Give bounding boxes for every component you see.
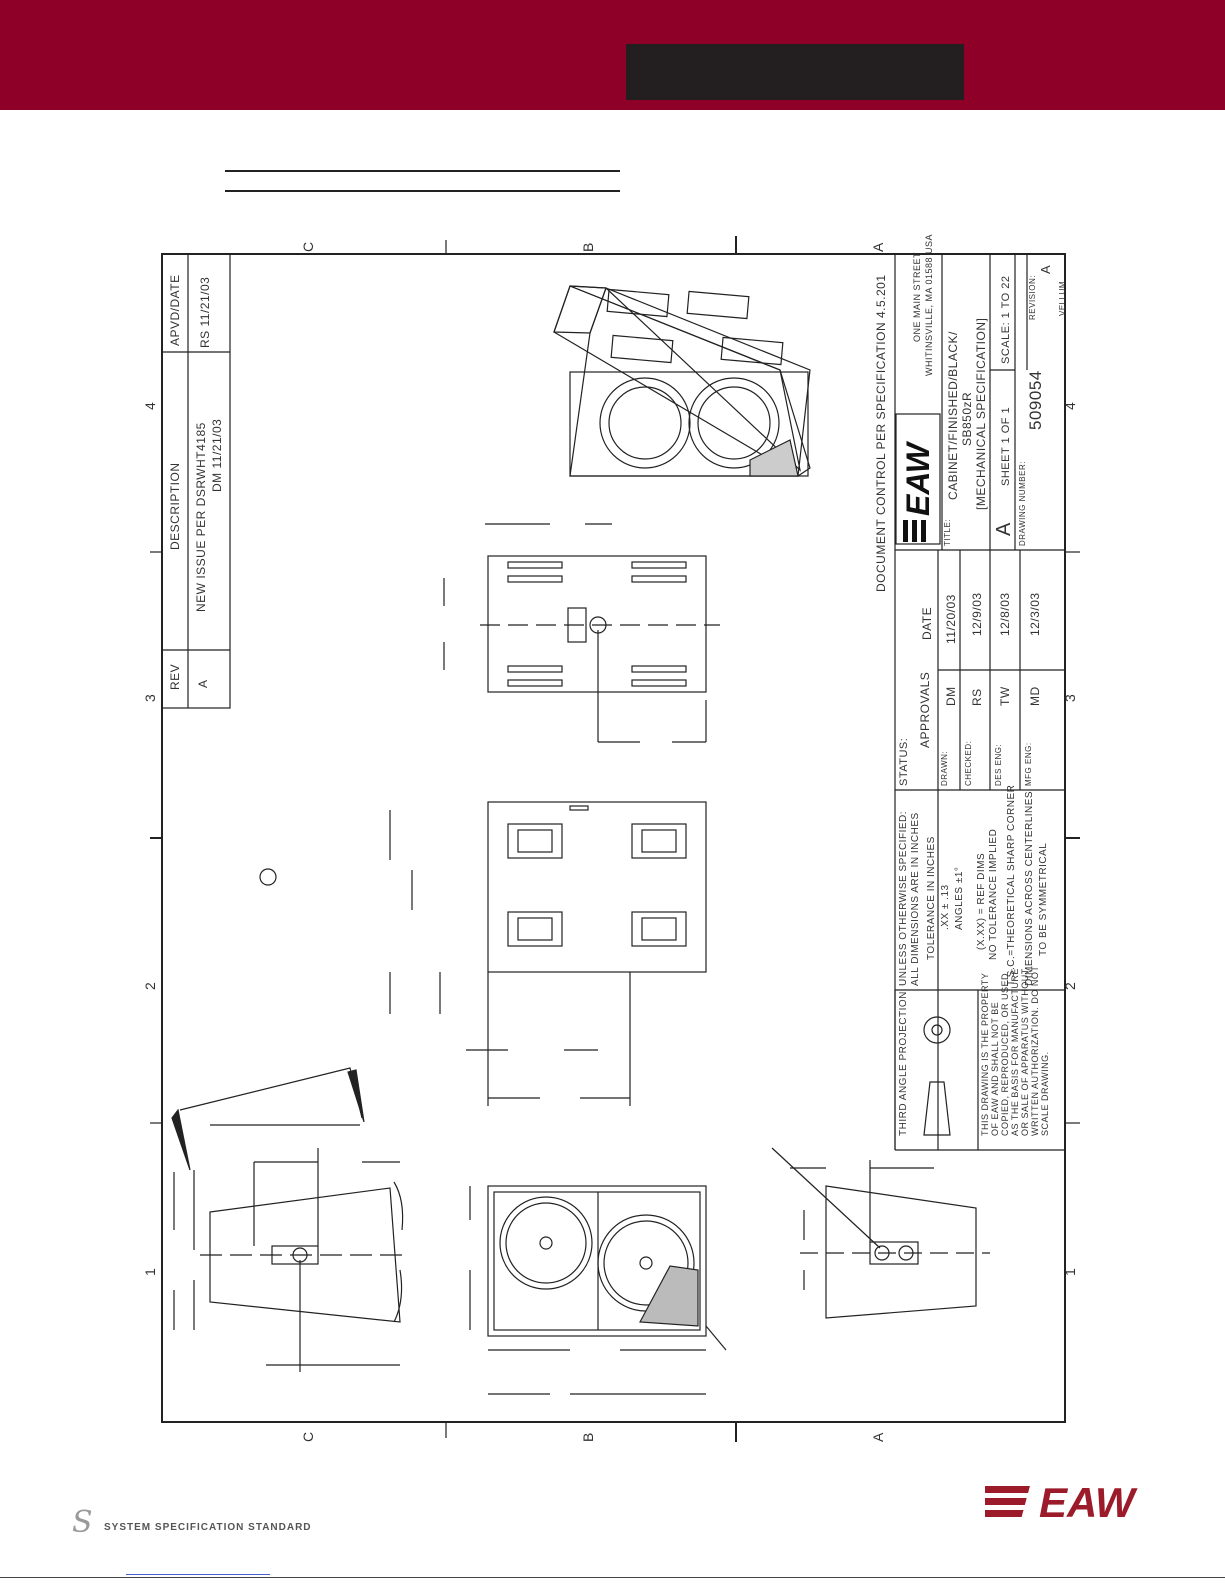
approval-date-3: 12/8/03 xyxy=(998,592,1012,636)
approval-date-4: 12/3/03 xyxy=(1028,592,1042,636)
note-7: NO TOLERANCE IMPLIED xyxy=(988,828,999,960)
zone-number-4-right: 4 xyxy=(1062,401,1078,410)
document-control: DOCUMENT CONTROL PER SPECIFICATION 4.5.2… xyxy=(874,274,888,592)
drawing-number-label: DRAWING NUMBER: xyxy=(1018,461,1027,546)
zone-number-4-left: 4 xyxy=(142,401,158,410)
property-line-7: SCALE DRAWING. xyxy=(1040,1051,1050,1136)
scale: SCALE: 1 TO 22 xyxy=(1000,275,1012,364)
date-header: DATE xyxy=(920,606,934,640)
note-3: TOLERANCE IN INCHES xyxy=(926,836,937,960)
approval-initials-4: MD xyxy=(1028,686,1042,706)
rear-side-view xyxy=(771,1147,990,1319)
apvd-value: RS 11/21/03 xyxy=(198,276,212,348)
isometric-view xyxy=(553,285,811,477)
eaw-logo: EAW xyxy=(985,1482,1138,1522)
property-line-3: COPIED, REPRODUCED, OR USED xyxy=(1000,972,1010,1136)
projection-label: THIRD ANGLE PROJECTION xyxy=(898,991,909,1136)
zone-number-2-left: 2 xyxy=(142,981,158,990)
drawing-canvas xyxy=(150,236,1080,1442)
system-specification-logo: S SYSTEM SPECIFICATION STANDARD xyxy=(72,1508,332,1542)
approval-initials-3: TW xyxy=(998,686,1012,706)
rev-value: A xyxy=(196,679,210,688)
note-10: TO BE SYMMETRICAL xyxy=(1038,842,1049,956)
zone-number-3-right: 3 xyxy=(1062,693,1078,702)
sheet-size: A xyxy=(993,522,1015,536)
note-5: ANGLES ±1° xyxy=(954,866,965,930)
header-title-box xyxy=(626,44,964,100)
status-value: APPROVALS xyxy=(918,671,932,748)
vellum-label: VELLUM xyxy=(1058,280,1067,316)
note-6: (X.XX) = REF DIMS xyxy=(976,852,987,950)
s-cubed-mark: S xyxy=(72,1505,93,1540)
apvd-header: APVD/DATE xyxy=(168,274,182,346)
property-line-4: AS THE BASIS FOR MANUFACTURE xyxy=(1010,968,1020,1136)
zone-number-2-right: 2 xyxy=(1062,981,1078,990)
zone-number-1-right: 1 xyxy=(1062,1267,1078,1276)
approval-role-4: MFG ENG: xyxy=(1024,742,1033,786)
revision-label: REVISION: xyxy=(1028,275,1037,320)
note-8: T.S.C.=THEORETICAL SHARP CORNER xyxy=(1006,784,1017,986)
spec-standard-label: SYSTEM SPECIFICATION STANDARD xyxy=(104,1522,312,1533)
zone-letter-b-bottom: B xyxy=(580,1432,596,1442)
top-view xyxy=(443,523,720,743)
address-line-1: ONE MAIN STREET xyxy=(912,251,922,342)
rev-header: REV xyxy=(168,663,182,690)
titleblock-logo-text: EAW xyxy=(900,440,936,516)
header-banner xyxy=(0,0,1225,110)
mechanical-drawing: C B A C B A 4 3 2 1 4 3 2 1 REV A DESCRI… xyxy=(142,230,1080,1450)
address-line-2: WHITINSVILLE, MA 01588 USA xyxy=(924,233,934,376)
note-4: .XX ± .13 xyxy=(940,884,951,930)
note-1: UNLESS OTHERWISE SPECIFIED: xyxy=(898,810,909,986)
approval-date-1: 11/20/03 xyxy=(944,594,958,644)
title-label: TITLE: xyxy=(943,518,952,546)
approval-role-1: DRAWN: xyxy=(940,750,949,786)
titleblock-eaw-logo: EAW xyxy=(900,440,936,542)
note-2: ALL DIMENSIONS ARE IN INCHES xyxy=(910,812,921,986)
zone-letter-b-top: B xyxy=(580,242,596,252)
drawing-number: 509054 xyxy=(1026,370,1045,430)
title-underline-1 xyxy=(225,170,620,172)
property-line-6: WRITTEN AUTHORIZATION. DO NOT xyxy=(1030,965,1040,1136)
footer-rule xyxy=(0,1577,1225,1578)
footer-link-underline xyxy=(126,1574,270,1575)
status-label: STATUS: xyxy=(898,737,910,786)
zone-letter-c-top: C xyxy=(300,241,316,252)
approval-role-2: CHECKED: xyxy=(964,740,973,786)
property-line-5: OR SALE OF APPARATUS WITHOUT xyxy=(1020,968,1030,1136)
approval-role-3: DES ENG: xyxy=(994,743,1003,786)
front-view xyxy=(469,1185,727,1395)
zone-letter-a-top: A xyxy=(870,242,886,252)
zone-number-1-left: 1 xyxy=(142,1267,158,1276)
angle-view xyxy=(171,1067,410,1372)
zone-number-3-left: 3 xyxy=(142,693,158,702)
title-underline-2 xyxy=(225,190,620,192)
note-9: DIMENSIONS ACROSS CENTERLINES xyxy=(1024,790,1035,986)
zone-letter-a-bottom: A xyxy=(870,1432,886,1442)
approval-initials-1: DM xyxy=(944,686,958,706)
approval-initials-2: RS xyxy=(970,688,984,706)
title-line-1: CABINET/FINISHED/BLACK/ xyxy=(946,331,960,500)
approval-date-2: 12/9/03 xyxy=(970,592,984,636)
property-line-2: OF EAW AND SHALL NOT BE xyxy=(990,1001,1000,1136)
side-view xyxy=(259,801,707,1106)
sheet-count: SHEET 1 OF 1 xyxy=(1000,406,1012,486)
property-line-1: THIS DRAWING IS THE PROPERTY xyxy=(980,972,990,1136)
zone-letter-c-bottom: C xyxy=(300,1431,316,1442)
eaw-logo-text: EAW xyxy=(1039,1482,1138,1522)
description-header: DESCRIPTION xyxy=(168,462,182,550)
description-line-1: NEW ISSUE PER DSRWHT4185 xyxy=(194,422,208,612)
description-line-2: DM 11/21/03 xyxy=(210,418,224,492)
revision-value: A xyxy=(1038,264,1053,274)
title-line-3: [MECHANICAL SPECIFICATION] xyxy=(974,317,988,510)
title-line-2: SB850zR xyxy=(960,391,974,446)
